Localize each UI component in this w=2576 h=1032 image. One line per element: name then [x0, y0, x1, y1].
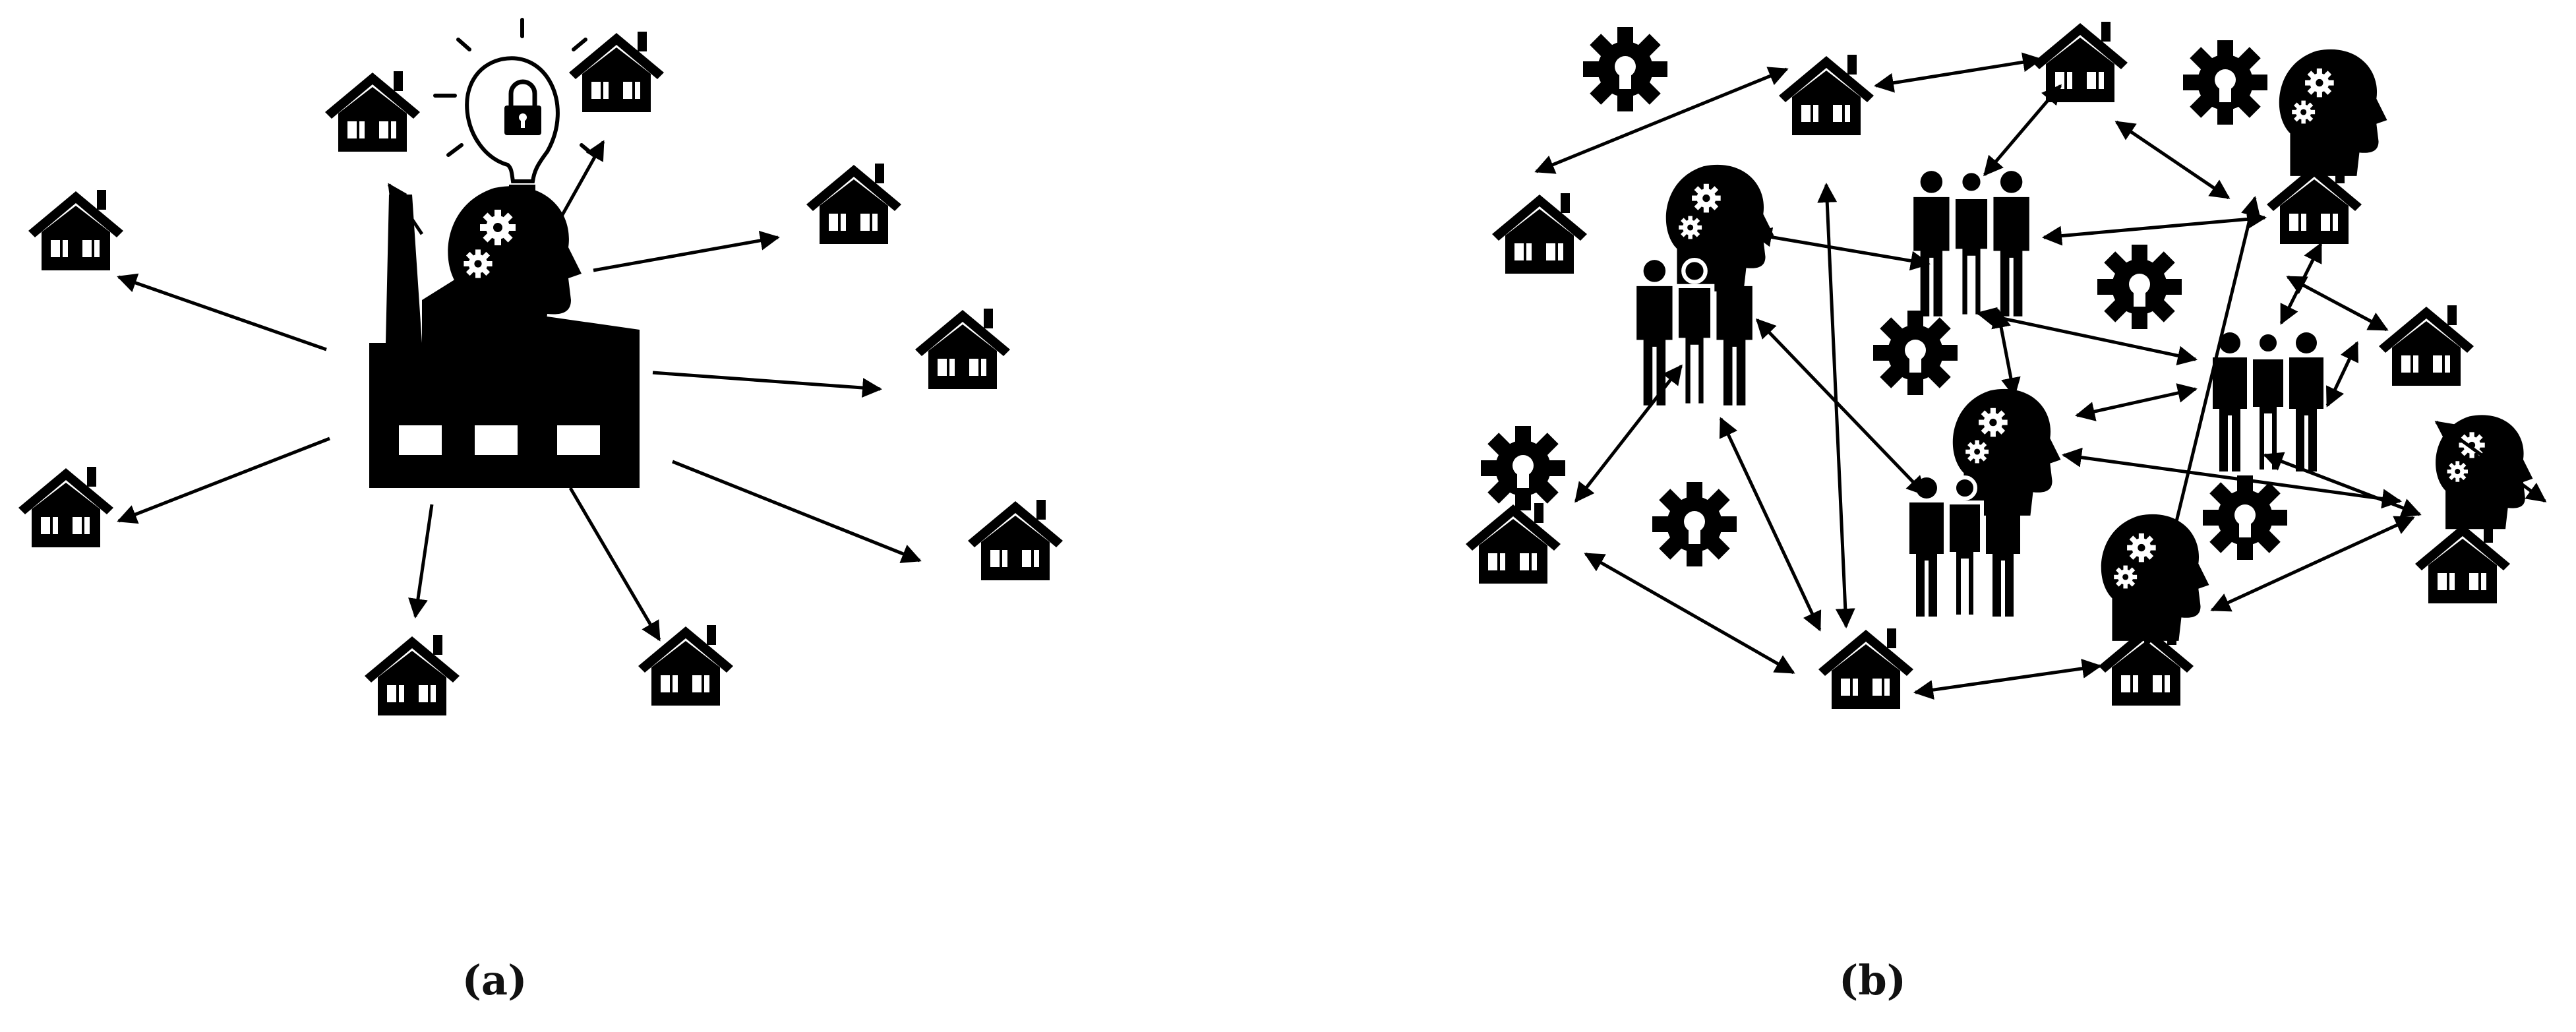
house-icon: [2033, 22, 2128, 102]
house-icon: [638, 625, 733, 706]
house-icon: [2379, 305, 2474, 386]
house-icon: [365, 635, 460, 715]
panel-a: [18, 18, 1063, 715]
house-icon: [28, 190, 123, 270]
head-gears-icon: [2279, 49, 2387, 176]
panel-a-caption: (a): [462, 956, 527, 1004]
gear-icon: [1583, 27, 1667, 111]
people-group-icon: [1909, 477, 2020, 617]
arrows-b: [1534, 52, 2547, 700]
house-icon: [968, 500, 1063, 580]
panel-b-caption: (b): [1838, 956, 1907, 1004]
gear-icon: [2183, 40, 2267, 125]
gear-icon: [1652, 482, 1737, 566]
gear-icon: [2203, 475, 2287, 560]
house-icon: [325, 71, 420, 152]
house-icon: [1466, 503, 1561, 584]
gear-icon: [1873, 311, 1958, 395]
arrows-a: [117, 140, 922, 642]
house-icon: [1492, 193, 1587, 274]
people-group-icon: [2213, 332, 2323, 471]
gears-b: [1481, 27, 2287, 566]
people-group-icon: [1913, 171, 2029, 317]
people-group-icon: [1636, 260, 1752, 406]
gear-icon: [1481, 426, 1565, 510]
house-icon: [1818, 628, 1913, 709]
house-icon: [2415, 523, 2510, 603]
house-icon: [806, 164, 901, 244]
gear-icon: [2097, 245, 2182, 329]
house-icon: [1779, 55, 1874, 135]
panel-b: [1466, 22, 2547, 709]
house-icon: [18, 467, 113, 547]
head-gears-icon: [2101, 514, 2209, 641]
house-icon: [915, 309, 1010, 389]
